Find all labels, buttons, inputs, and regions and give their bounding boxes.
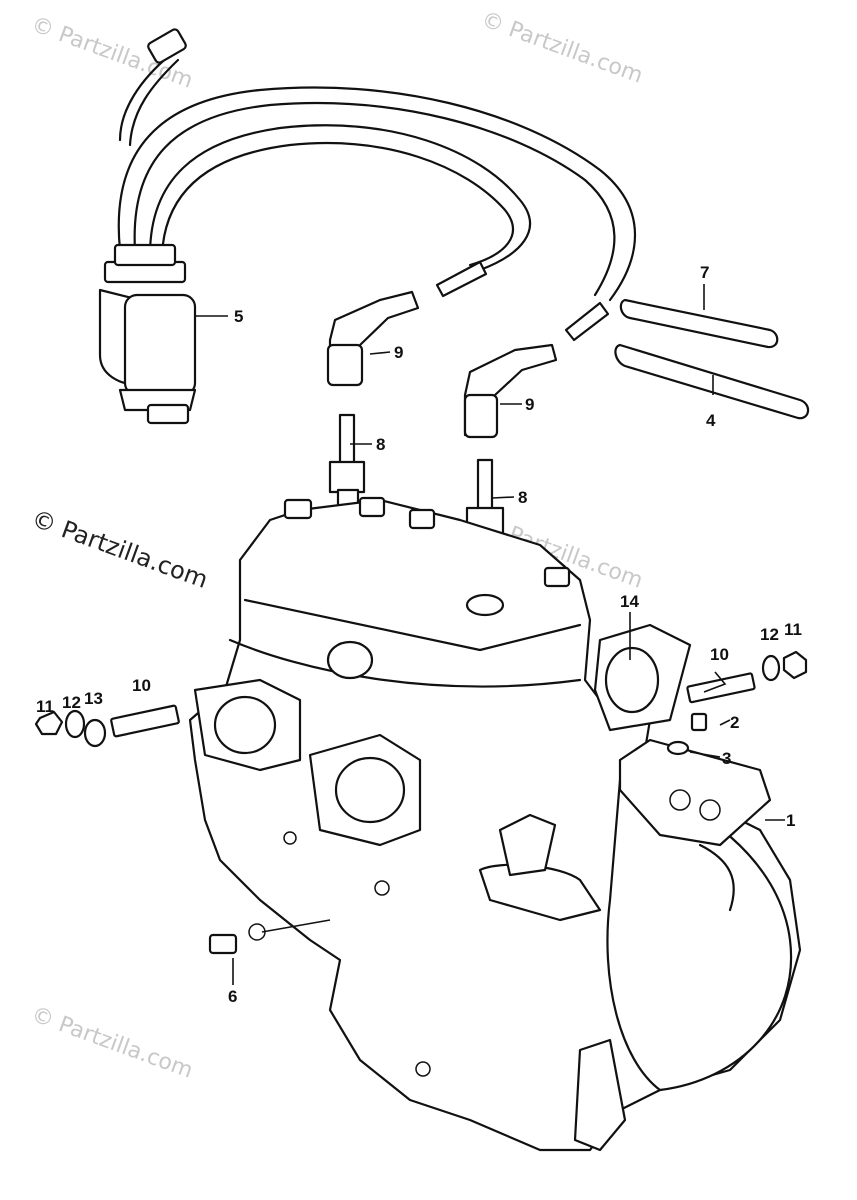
callout-9b: 9 xyxy=(525,395,534,414)
callout-3: 3 xyxy=(722,749,731,768)
callout-12b: 12 xyxy=(760,625,779,644)
spark-plug-caps xyxy=(326,290,558,439)
callout-14: 14 xyxy=(620,592,639,611)
callout-10a: 10 xyxy=(132,676,151,695)
main-watermark: © Partzilla.com xyxy=(28,504,212,594)
watermark-top-right: © Partzilla.com xyxy=(478,7,646,89)
watermark-main: © Partzilla.com xyxy=(28,504,212,594)
callout-11b: 11 xyxy=(784,620,802,639)
callout-8b: 8 xyxy=(518,488,527,507)
callout-12a: 12 xyxy=(62,693,81,712)
leader-lines xyxy=(195,284,785,985)
callout-9a: 9 xyxy=(394,343,403,362)
watermark-bottom-left: © Partzilla.com xyxy=(28,1002,196,1084)
callout-1: 1 xyxy=(786,811,795,830)
callout-7: 7 xyxy=(700,263,709,282)
callout-5: 5 xyxy=(234,307,243,326)
ignition-coil xyxy=(98,243,197,425)
callout-11a: 11 xyxy=(36,697,54,716)
callout-13: 13 xyxy=(84,689,103,708)
callout-2: 2 xyxy=(730,713,739,732)
engine-body xyxy=(188,496,802,1152)
callout-6: 6 xyxy=(228,987,237,1006)
callout-labels: 1 2 3 4 5 6 7 8 8 9 9 10 10 11 11 12 12 … xyxy=(36,263,802,1006)
callout-8a: 8 xyxy=(376,435,385,454)
callout-4: 4 xyxy=(706,411,716,430)
callout-10b: 10 xyxy=(710,645,729,664)
straps xyxy=(614,298,810,420)
ignition-wires xyxy=(117,28,636,342)
left-fasteners xyxy=(34,704,331,955)
right-fasteners xyxy=(666,650,808,756)
